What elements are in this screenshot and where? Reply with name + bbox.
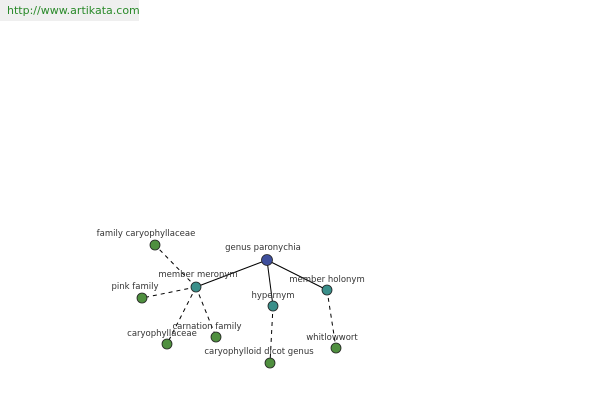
node-label-pink-family[interactable]: pink family [111, 282, 158, 292]
node-label-member-meronym[interactable]: member meronym [158, 270, 237, 280]
edge-layer [141, 244, 337, 364]
edge-member-meronym-to-pink-family [141, 286, 197, 299]
edge-hypernym-to-caryophylloid-dicot-genus [269, 305, 274, 364]
edge-member-meronym-to-carnation-family [195, 286, 217, 338]
node-label-caryophylloid-dicot-genus[interactable]: caryophylloid dicot genus [204, 347, 314, 357]
node-carnation-family[interactable] [210, 331, 222, 343]
node-member-meronym[interactable] [190, 281, 202, 293]
node-whitlowwort[interactable] [330, 342, 342, 354]
node-pink-family[interactable] [136, 292, 148, 304]
node-hypernym[interactable] [267, 300, 279, 312]
node-family-caryophyllaceae[interactable] [149, 239, 161, 251]
node-label-caryophyllaceae[interactable]: caryophyllaceae [127, 329, 197, 339]
node-caryophylloid-dicot-genus[interactable] [264, 357, 276, 369]
node-root[interactable] [261, 254, 273, 266]
url-bar: http://www.artikata.com [0, 0, 140, 21]
node-label-root[interactable]: genus paronychia [225, 243, 301, 253]
edge-root-to-member-holonym [266, 259, 328, 291]
edge-member-meronym-to-caryophyllaceae [166, 286, 197, 345]
node-label-member-holonym[interactable]: member holonym [289, 275, 364, 285]
edge-root-to-member-meronym [195, 259, 268, 288]
node-layer [136, 239, 342, 369]
label-layer: genus paronychia member meronym hypernym me… [97, 229, 365, 357]
node-label-whitlowwort[interactable]: whitlowwort [306, 333, 358, 343]
site-url-link[interactable]: http://www.artikata.com [7, 4, 140, 17]
node-caryophyllaceae[interactable] [161, 338, 173, 350]
edge-member-holonym-to-whitlowwort [326, 289, 337, 349]
node-label-carnation-family[interactable]: carnation family [172, 322, 241, 332]
edge-root-to-hypernym [266, 259, 274, 307]
node-label-hypernym[interactable]: hypernym [251, 291, 294, 301]
node-member-holonym[interactable] [321, 284, 333, 296]
edge-member-meronym-to-family-caryophyllaceae [154, 244, 197, 288]
node-label-family-caryophyllaceae[interactable]: family caryophyllaceae [97, 229, 196, 239]
